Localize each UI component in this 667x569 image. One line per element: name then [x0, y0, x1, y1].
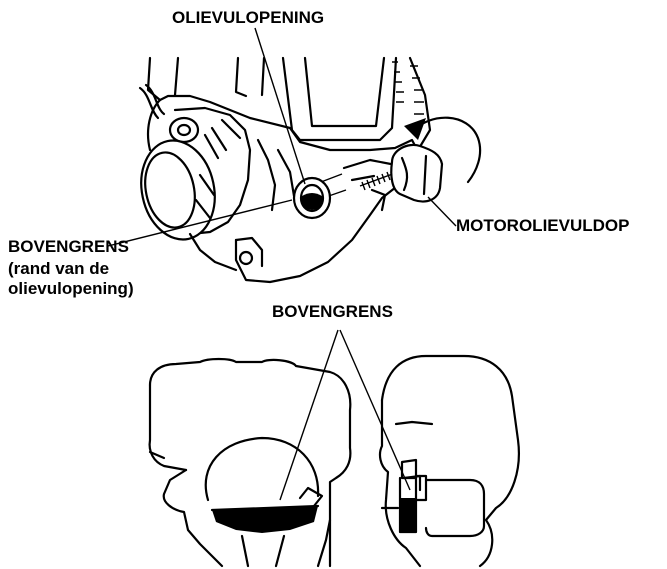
pointer-oil-cap	[428, 197, 456, 226]
pointer-oil-fill	[255, 28, 305, 184]
label-oil-fill-opening: OLIEVULOPENING	[172, 8, 324, 28]
engine-top-view	[132, 58, 480, 282]
label-oil-fill-cap: MOTOROLIEVULDOP	[456, 216, 629, 236]
label-upper-limit-note: (rand van de olievulopening)	[8, 259, 134, 299]
pointer-upper-limit-bottom-a	[280, 330, 338, 500]
oil-fill-cap	[360, 145, 442, 202]
level-front-view	[150, 359, 351, 566]
oil-level-side	[400, 498, 416, 532]
level-side-view	[380, 356, 519, 566]
oil-level-mark	[302, 193, 322, 210]
label-upper-limit-bottom: BOVENGRENS	[272, 302, 393, 322]
label-upper-limit-top: BOVENGRENS	[8, 237, 129, 257]
rotate-arrow-head	[404, 118, 426, 140]
